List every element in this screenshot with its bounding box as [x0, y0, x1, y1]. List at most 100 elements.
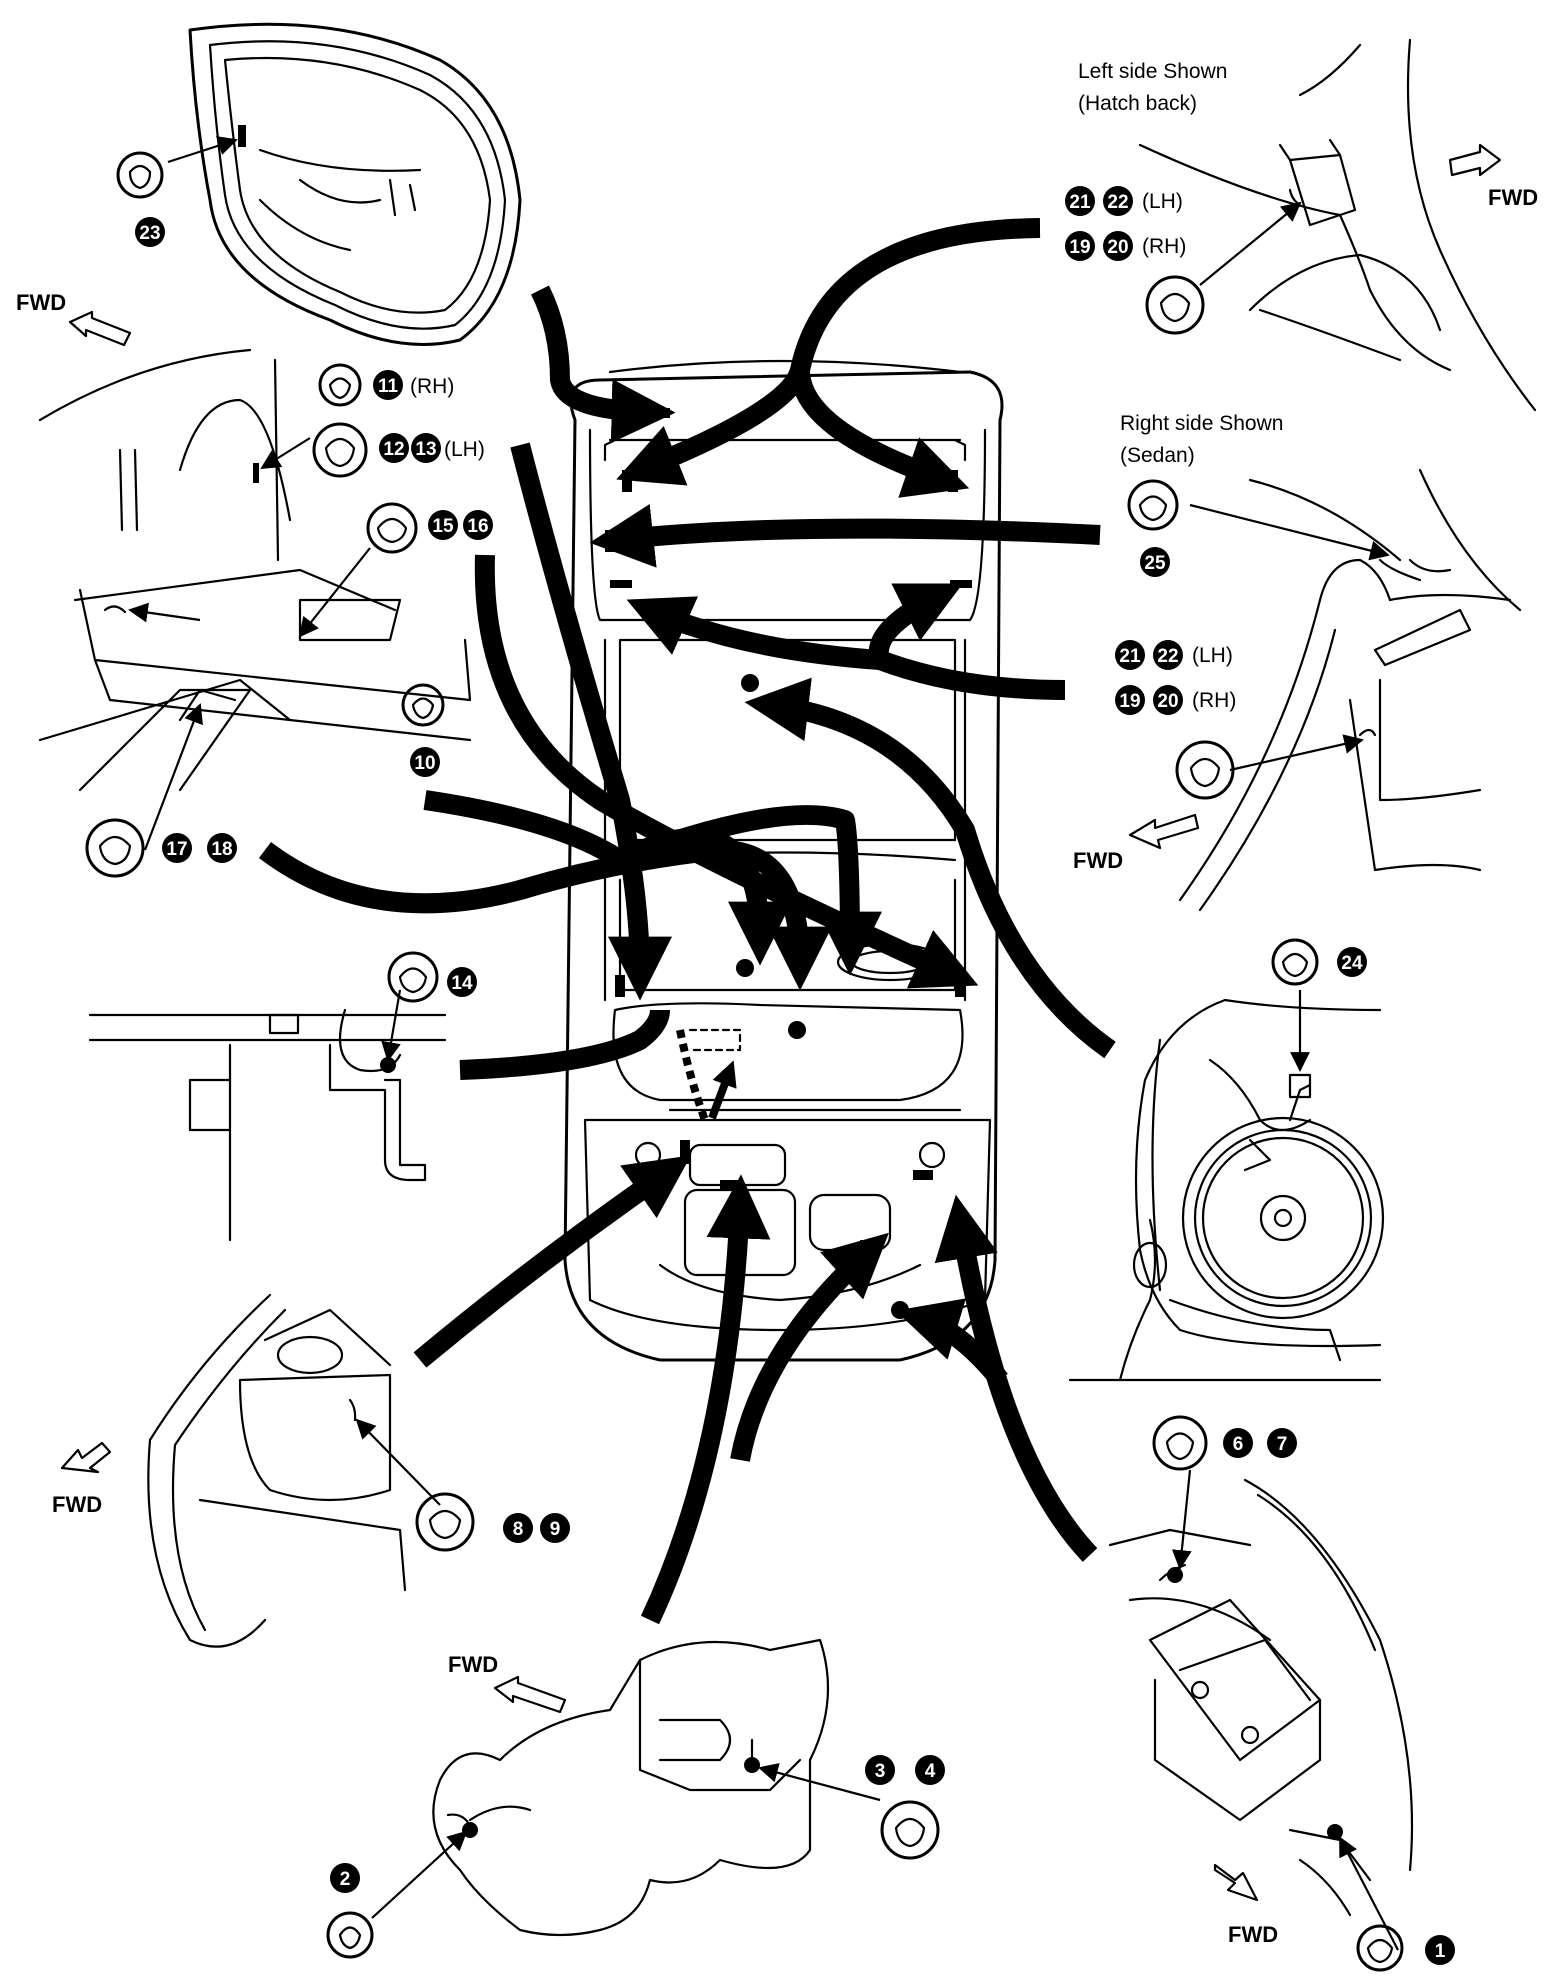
- svg-text:21: 21: [1069, 192, 1091, 213]
- svg-text:4: 4: [925, 1761, 936, 1782]
- svg-text:15: 15: [432, 516, 454, 537]
- clip-callout-24: 24: [1271, 938, 1367, 986]
- fwd-label: FWD: [448, 1652, 498, 1677]
- harness-clip-icon: [401, 683, 445, 727]
- clip-callout-19-22-sedan: 21 22 (LH) 19 20 (RH): [1115, 640, 1236, 800]
- caption-right-side-shown: Right side Shown: [1120, 412, 1283, 435]
- forward-arrow-icon: [1448, 143, 1502, 177]
- harness-clip-icon: [1271, 938, 1319, 986]
- svg-text:24: 24: [1341, 953, 1363, 974]
- clip-callout-12-13: 12 13 (LH): [312, 422, 485, 478]
- fwd-label: FWD: [1228, 1922, 1278, 1947]
- svg-text:22: 22: [1157, 646, 1178, 667]
- callout-badge-11: [373, 370, 403, 400]
- harness-clip-icon: [326, 1911, 374, 1959]
- forward-arrow-icon: [1213, 1863, 1259, 1902]
- clip-callout-19-22-hatch: 21 22 (LH) 19 20 (RH): [1065, 186, 1205, 335]
- svg-text:11: 11: [378, 376, 399, 397]
- clip-callout-6-7: 6 7: [1152, 1415, 1297, 1471]
- harness-clip-icon: [1175, 740, 1235, 800]
- svg-text:7: 7: [1277, 1434, 1288, 1455]
- fwd-label: FWD: [1488, 185, 1538, 210]
- harness-clip-icon: [1127, 479, 1179, 531]
- clip-callout-17-18: 17 18: [85, 818, 237, 878]
- caption-sedan: Right side Shown (Sedan): [1120, 412, 1283, 467]
- clip-callout-1: 1: [1356, 1924, 1455, 1972]
- svg-text:6: 6: [1233, 1434, 1244, 1455]
- svg-text:25: 25: [1144, 553, 1166, 574]
- svg-text:22: 22: [1107, 192, 1128, 213]
- harness-clip-icon: [880, 1800, 940, 1860]
- clip-callout-25: 25: [1127, 479, 1179, 577]
- side-tag-rh: (RH): [1142, 235, 1186, 258]
- fwd-label: FWD: [1073, 848, 1123, 873]
- side-tag-rh: (RH): [410, 375, 454, 398]
- forward-arrow-icon: [1128, 813, 1200, 850]
- forward-arrow-icon: [493, 1675, 567, 1714]
- forward-arrow-icon: [60, 1441, 112, 1474]
- hatch-back-section: [1138, 38, 1537, 412]
- svg-text:9: 9: [550, 1519, 561, 1540]
- side-tag-rh: (RH): [1192, 689, 1236, 712]
- forward-arrow-icon: [68, 310, 132, 347]
- fwd-indicator-upper-left: FWD: [16, 290, 132, 347]
- harness-clip-icon: [1152, 1415, 1208, 1471]
- harness-clip-icon: [1356, 1924, 1404, 1972]
- svg-text:20: 20: [1157, 691, 1178, 712]
- svg-text:2: 2: [340, 1869, 351, 1890]
- harness-clip-icon: [1145, 275, 1205, 335]
- svg-text:21: 21: [1119, 646, 1141, 667]
- fwd-indicator-lower-left: FWD: [52, 1441, 112, 1517]
- svg-text:14: 14: [451, 973, 473, 994]
- svg-text:1: 1: [1435, 1941, 1446, 1962]
- svg-text:3: 3: [875, 1761, 886, 1782]
- clip-callout-23: 23: [116, 151, 165, 247]
- fwd-indicator-middle-right: FWD: [1073, 813, 1200, 873]
- svg-text:13: 13: [415, 439, 436, 460]
- clip-callout-2: 2: [326, 1863, 374, 1959]
- side-tag-lh: (LH): [1192, 644, 1233, 667]
- svg-text:16: 16: [467, 516, 488, 537]
- harness-clip-icon: [387, 951, 439, 1003]
- harness-clip-icon: [415, 1492, 475, 1552]
- fwd-indicator-lower-right: FWD: [1213, 1863, 1278, 1947]
- svg-text:8: 8: [513, 1519, 524, 1540]
- clip-callout-11: 11 (RH): [318, 363, 454, 407]
- callout-number-23: 23: [139, 223, 160, 244]
- clip-callout-10: 10: [401, 683, 445, 777]
- svg-text:10: 10: [414, 753, 435, 774]
- svg-text:17: 17: [166, 839, 187, 860]
- svg-text:18: 18: [211, 839, 232, 860]
- harness-clip-icon: [85, 818, 145, 878]
- harness-clip-icon: [116, 151, 164, 199]
- engine-bay-left-section: [147, 1293, 441, 1648]
- svg-text:12: 12: [383, 439, 404, 460]
- side-tag-lh: (LH): [444, 438, 485, 461]
- clip-callout-14: 14: [387, 951, 477, 1003]
- fwd-label: FWD: [52, 1492, 102, 1517]
- fwd-indicator-upper-right: FWD: [1448, 143, 1538, 210]
- svg-text:19: 19: [1069, 237, 1090, 258]
- luggage-area-left: [38, 348, 472, 851]
- callout-badge-23: [135, 217, 165, 247]
- harness-routing-lines: [258, 218, 1116, 1625]
- tailgate-panel: [167, 22, 522, 346]
- fwd-label: FWD: [16, 290, 66, 315]
- harness-clip-icon: [312, 422, 368, 478]
- side-tag-lh: (LH): [1142, 190, 1183, 213]
- clip-callout-8-9: 8 9: [415, 1492, 570, 1552]
- caption-hatch-back: Left side Shown (Hatch back): [1078, 60, 1227, 115]
- harness-clip-icon: [366, 502, 418, 554]
- fwd-indicator-bottom-center: FWD: [448, 1652, 567, 1714]
- instrument-panel-section: [88, 989, 447, 1242]
- svg-text:19: 19: [1119, 691, 1140, 712]
- clip-callout-3-4: 3 4: [865, 1755, 945, 1860]
- headlamp-section: [1068, 990, 1385, 1382]
- svg-text:20: 20: [1107, 237, 1128, 258]
- caption-sedan: (Sedan): [1120, 444, 1195, 467]
- harness-clip-icon: [318, 363, 362, 407]
- engine-section: [371, 1638, 881, 1937]
- sedan-section: [1178, 468, 1522, 912]
